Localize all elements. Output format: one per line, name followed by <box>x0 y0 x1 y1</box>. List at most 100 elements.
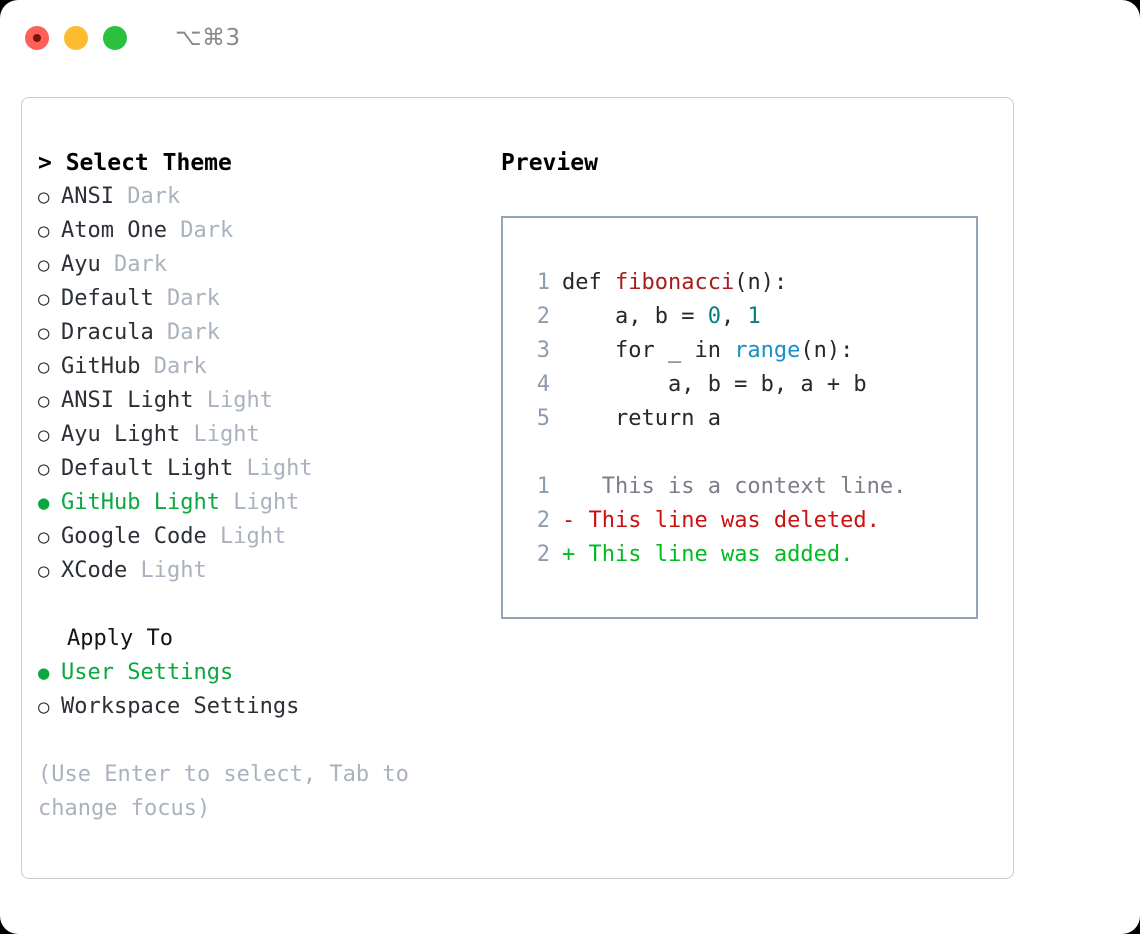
left-column: > Select Theme ○ANSI Dark○Atom One Dark○… <box>22 146 487 826</box>
label-badge-spacer <box>180 418 193 452</box>
code-token: (n): <box>734 270 788 295</box>
code-token: (n): <box>800 338 854 363</box>
apply-to-item[interactable]: ○ Workspace Settings <box>38 690 487 724</box>
radio-unselected-icon: ○ <box>38 526 50 548</box>
close-button[interactable] <box>25 26 49 50</box>
line-number: 2 <box>536 304 550 329</box>
code-diff-separator <box>521 436 976 470</box>
apply-to-list[interactable]: ● User Settings ○ Workspace Settings <box>38 656 487 724</box>
label-badge-spacer <box>140 350 153 384</box>
label-badge-spacer <box>127 554 140 588</box>
theme-list-item[interactable]: ○ Default Dark <box>38 282 487 316</box>
code-token: return a <box>562 406 721 431</box>
diff-line: 1 This is a context line. <box>521 470 976 504</box>
theme-name-label: GitHub <box>61 354 141 379</box>
theme-name-label: Ayu <box>61 252 101 277</box>
radio-unselected-icon: ○ <box>38 220 50 242</box>
theme-mode-badge: Dark <box>166 320 220 345</box>
apply-to-label: Workspace Settings <box>61 694 300 719</box>
theme-name-label: Ayu Light <box>61 422 181 447</box>
diff-marker: - <box>562 508 576 533</box>
radio-unselected-icon: ○ <box>38 424 50 446</box>
theme-list-item[interactable]: ○ANSI Light Light <box>38 384 487 418</box>
hint-spacer <box>38 724 487 758</box>
title-bar: ⌥⌘3 <box>0 0 1140 76</box>
code-line: 1 def fibonacci(n): <box>521 266 976 300</box>
code-line: 4 a, b = b, a + b <box>521 368 976 402</box>
radio-selected-icon: ● <box>38 662 50 684</box>
radio-unselected-icon: ○ <box>38 390 50 412</box>
line-number: 1 <box>536 270 550 295</box>
line-number: 5 <box>536 406 550 431</box>
radio-unselected-icon: ○ <box>38 186 50 208</box>
theme-mode-badge: Light <box>219 524 287 549</box>
label-badge-spacer <box>193 384 206 418</box>
line-number: 3 <box>536 338 550 363</box>
radio-unselected-icon: ○ <box>38 254 50 276</box>
theme-list-item[interactable]: ○Dracula Dark <box>38 316 487 350</box>
theme-list-item[interactable]: ○ ANSI Dark <box>38 180 487 214</box>
theme-mode-badge: Dark <box>180 218 234 243</box>
theme-list-item[interactable]: ○Ayu Dark <box>38 248 487 282</box>
code-token: a, b = b, a + b <box>562 372 867 397</box>
radio-unselected-icon: ○ <box>38 288 50 310</box>
theme-list[interactable]: ○ANSI Dark○Atom One Dark○Ayu Dark○Defaul… <box>38 180 487 588</box>
diff-line: 2+ This line was added. <box>521 538 976 572</box>
theme-list-item[interactable]: ○XCode Light <box>38 554 487 588</box>
theme-name-label: ANSI <box>61 184 114 209</box>
theme-name-label: ANSI Light <box>61 388 194 413</box>
maximize-button[interactable] <box>103 26 127 50</box>
theme-name-label: Dracula <box>61 320 154 345</box>
diff-text: This line was deleted. <box>575 508 880 533</box>
theme-list-item[interactable]: ○ Atom One Dark <box>38 214 487 248</box>
line-number: 4 <box>536 372 550 397</box>
diff-text: This line was added. <box>575 542 854 567</box>
radio-unselected-icon: ○ <box>38 696 50 718</box>
code-token: fibonacci <box>614 270 735 295</box>
theme-list-item[interactable]: ○Google Code Light <box>38 520 487 554</box>
theme-list-item[interactable]: ○ Ayu Light Light <box>38 418 487 452</box>
label-badge-spacer <box>154 316 167 350</box>
section-spacer <box>38 588 487 622</box>
diff-sample: 1 This is a context line.2- This line wa… <box>521 470 976 572</box>
theme-list-item[interactable]: ○GitHub Dark <box>38 350 487 384</box>
minimize-button[interactable] <box>64 26 88 50</box>
preview-header: Preview <box>501 150 598 176</box>
diff-line: 2- This line was deleted. <box>521 504 976 538</box>
label-badge-spacer <box>207 520 220 554</box>
apply-to-label: User Settings <box>61 660 234 685</box>
keyboard-shortcut-label: ⌥⌘3 <box>175 25 241 51</box>
diff-text: This is a context line. <box>575 474 907 499</box>
code-text: def fibonacci(n): <box>562 266 787 300</box>
diff-marker: + <box>562 542 576 567</box>
radio-unselected-icon: ○ <box>38 458 50 480</box>
code-token: range <box>734 338 801 363</box>
code-token: , <box>720 304 748 329</box>
line-number: 2 <box>536 508 550 533</box>
apply-to-item[interactable]: ● User Settings <box>38 656 487 690</box>
code-line: 5 return a <box>521 402 976 436</box>
theme-mode-badge: Dark <box>166 286 220 311</box>
line-number: 1 <box>536 474 550 499</box>
code-line: 3 for _ in range(n): <box>521 334 976 368</box>
theme-selector-panel: > Select Theme ○ANSI Dark○Atom One Dark○… <box>21 97 1014 879</box>
code-token: 1 <box>747 304 761 329</box>
label-badge-spacer <box>101 248 114 282</box>
theme-name-label: Default <box>61 286 154 311</box>
theme-list-item[interactable]: ○Default Light Light <box>38 452 487 486</box>
diff-marker <box>562 470 575 504</box>
theme-mode-badge: Dark <box>127 184 181 209</box>
theme-mode-badge: Light <box>193 422 260 447</box>
theme-list-item[interactable]: ●GitHub Light Light <box>38 486 487 520</box>
theme-name-label: Atom One <box>61 218 167 243</box>
radio-selected-icon: ● <box>38 492 50 514</box>
code-text: a, b = 0, 1 <box>562 300 761 334</box>
code-text: for _ in range(n): <box>562 334 853 368</box>
label-badge-spacer <box>154 282 167 316</box>
theme-mode-badge: Light <box>233 490 300 515</box>
radio-unselected-icon: ○ <box>38 560 50 582</box>
